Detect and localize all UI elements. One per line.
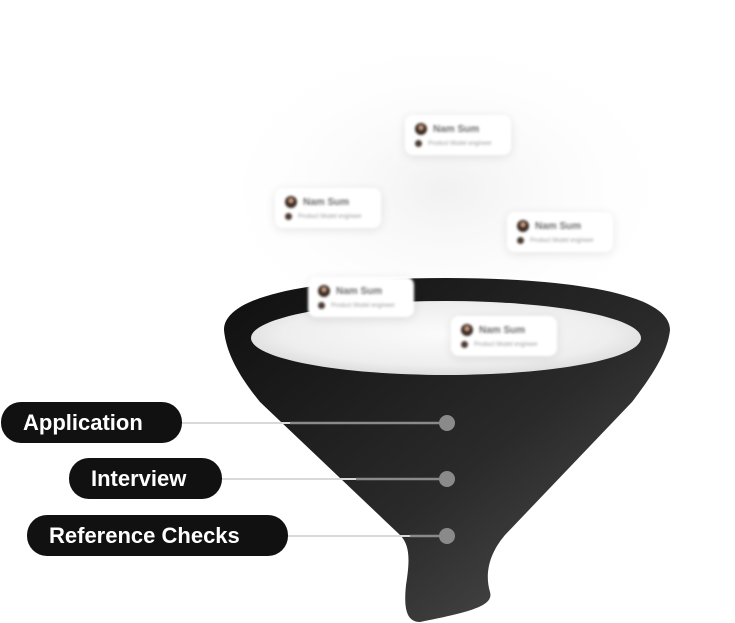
candidate-role: Product Model engineer xyxy=(530,237,594,244)
candidate-name: Nam Sum xyxy=(303,196,350,208)
avatar xyxy=(318,285,330,297)
candidate-role: Product Model engineer xyxy=(298,213,362,220)
role-icon xyxy=(285,213,292,220)
candidate-name: Nam Sum xyxy=(433,123,480,135)
candidate-card: Nam Sum Product Model engineer xyxy=(507,212,613,252)
avatar xyxy=(415,123,427,135)
candidate-name: Nam Sum xyxy=(479,324,526,336)
avatar xyxy=(285,196,297,208)
candidate-role: Product Model engineer xyxy=(331,302,395,309)
stage-label-application: Application xyxy=(1,402,182,443)
role-icon xyxy=(517,237,524,244)
avatar xyxy=(517,220,529,232)
candidate-card: Nam Sum Product Model engineer xyxy=(451,316,557,356)
candidate-name: Nam Sum xyxy=(535,220,582,232)
candidate-role: Product Model engineer xyxy=(428,140,492,147)
stage-label-interview: Interview xyxy=(69,458,222,499)
candidate-card: Nam Sum Product Model engineer xyxy=(275,188,381,228)
stage-marker-application xyxy=(439,415,455,431)
avatar xyxy=(461,324,473,336)
role-icon xyxy=(415,140,422,147)
candidate-role: Product Model engineer xyxy=(474,341,538,348)
background-glow xyxy=(205,30,685,350)
candidate-card: Nam Sum Product Model engineer xyxy=(405,115,511,155)
role-icon xyxy=(461,341,468,348)
candidate-card: Nam Sum Product Model engineer xyxy=(308,277,414,317)
role-icon xyxy=(318,302,325,309)
stage-marker-interview xyxy=(439,471,455,487)
stage-marker-reference-checks xyxy=(439,528,455,544)
candidate-name: Nam Sum xyxy=(336,285,383,297)
stage-label-reference-checks: Reference Checks xyxy=(27,515,288,556)
